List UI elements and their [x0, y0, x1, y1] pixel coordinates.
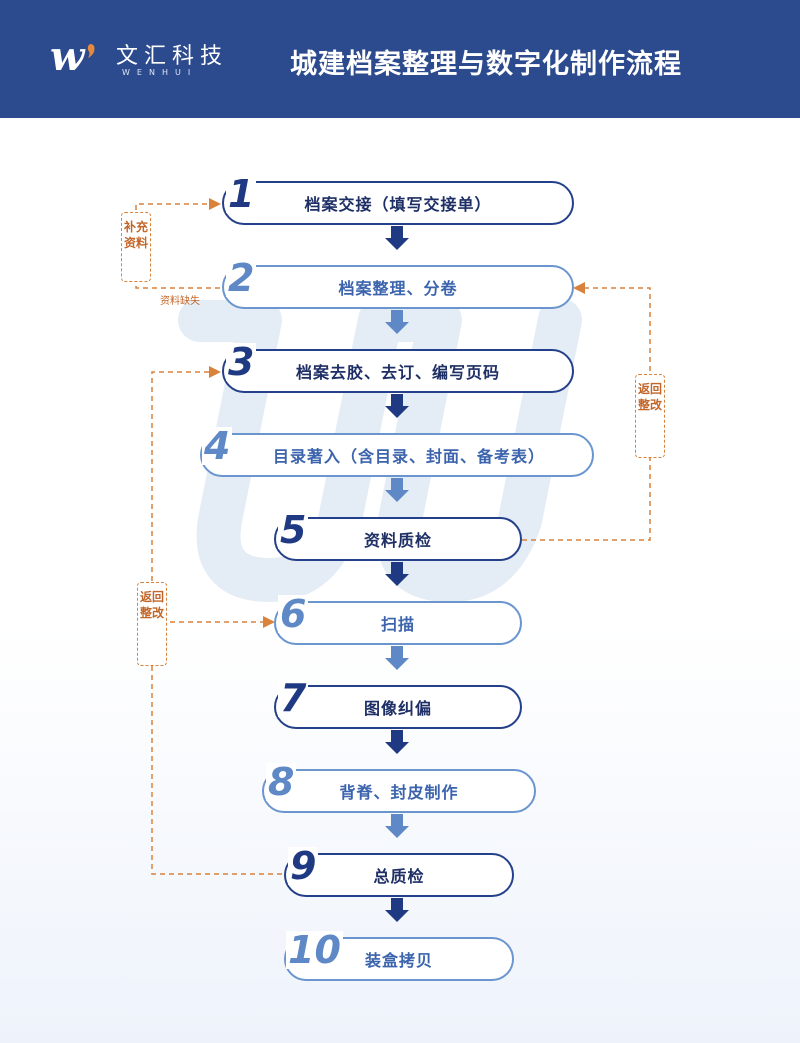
flow-arrows: [385, 226, 409, 922]
header-banner: w 文汇科技 WENHUI 城建档案整理与数字化制作流程: [0, 0, 800, 118]
step-3: 档案去胶、去订、编写页码: [222, 349, 574, 393]
logo-company-name: 文汇科技: [116, 44, 229, 69]
arrow-6-7: [385, 646, 409, 670]
step-1-label: 档案交接（填写交接单）: [304, 195, 492, 214]
step-5-number: 5: [278, 508, 309, 552]
step-7-number: 7: [278, 676, 309, 720]
step-4-number: 4: [202, 424, 233, 468]
step-7: 图像纠偏: [274, 685, 522, 729]
return-right-label: 返回整改: [635, 374, 665, 458]
arrow-9-10: [385, 898, 409, 922]
step-10-label: 装盒拷贝: [364, 951, 433, 970]
watermark-logo-icon: [178, 300, 582, 602]
step-5: 资料质检: [274, 517, 522, 561]
page-title: 城建档案整理与数字化制作流程: [290, 49, 682, 80]
return-right-loop-line: [522, 282, 651, 541]
step-10-number: 10: [286, 928, 343, 972]
arrow-1-2: [385, 226, 409, 250]
step-9-label: 总质检: [373, 867, 425, 886]
step-5-label: 资料质检: [363, 531, 432, 550]
step-8-number: 8: [266, 760, 297, 804]
step-9: 总质检: [284, 853, 514, 897]
step-1-number: 1: [226, 172, 257, 216]
wenhui-logo-icon: w: [50, 38, 95, 78]
step-3-number: 3: [226, 340, 257, 384]
missing-data-note: 资料缺失: [160, 296, 200, 307]
step-6-number: 6: [278, 592, 309, 636]
arrow-8-9: [385, 814, 409, 838]
arrow-2-3: [385, 310, 409, 334]
arrow-7-8: [385, 730, 409, 754]
step-2-label: 档案整理、分卷: [338, 279, 458, 298]
svg-text:w: w: [50, 38, 86, 78]
supplement-label: 补充资料: [121, 212, 151, 282]
arrow-3-4: [385, 394, 409, 418]
step-6-label: 扫描: [380, 615, 415, 634]
step-4: 目录著入（含目录、封面、备考表）: [200, 433, 594, 477]
arrow-4-5: [385, 478, 409, 502]
step-1: 档案交接（填写交接单）: [222, 181, 574, 225]
logo-company-subtitle: WENHUI: [122, 68, 198, 77]
arrow-5-6: [385, 562, 409, 586]
step-8: 背脊、封皮制作: [262, 769, 536, 813]
return-left-label: 返回整改: [137, 582, 167, 666]
step-2-number: 2: [226, 256, 257, 300]
step-2: 档案整理、分卷: [222, 265, 574, 309]
step-3-label: 档案去胶、去订、编写页码: [295, 363, 500, 382]
step-9-number: 9: [288, 844, 319, 888]
step-4-label: 目录著入（含目录、封面、备考表）: [272, 447, 545, 466]
step-7-label: 图像纠偏: [363, 699, 432, 718]
step-6: 扫描: [274, 601, 522, 645]
step-8-label: 背脊、封皮制作: [339, 783, 459, 802]
